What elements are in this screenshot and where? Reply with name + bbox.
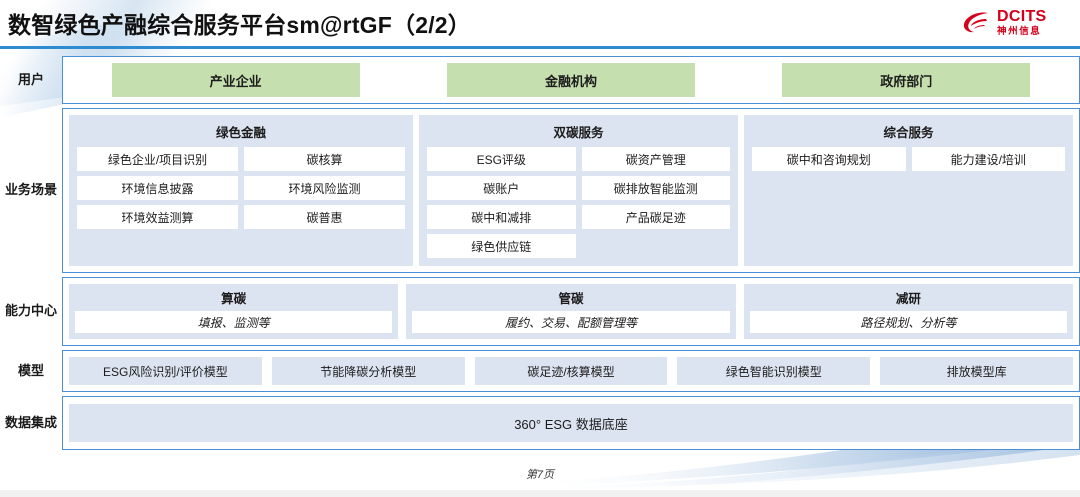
tile-environmental-information-disclosure[interactable]: 环境信息披露 xyxy=(77,176,238,200)
business-group-green-finance: 绿色金融 绿色企业/项目识别 碳核算 环境信息披露 环境风险监测 环境效益测算 … xyxy=(69,115,414,266)
page-number-footer: 第7页 xyxy=(525,469,555,481)
tile-carbon-accounting[interactable]: 碳核算 xyxy=(244,147,405,171)
platform-architecture-diagram: 用户 产业企业 金融机构 政府部门 业务场景 绿色金融 绿色企业/项目识别 碳核… xyxy=(0,56,1080,454)
tile-carbon-emission-smart-monitoring[interactable]: 碳排放智能监测 xyxy=(581,176,730,200)
tile-environmental-benefit-measurement[interactable]: 环境效益测算 xyxy=(77,205,238,229)
capability-group-carbon-reduction-research[interactable]: 减研 路径规划、分析等 xyxy=(743,284,1073,339)
layer-row-data-integration: 数据集成 360° ESG 数据底座 xyxy=(0,396,1080,450)
model-tile-green-smart-identification[interactable]: 绿色智能识别模型 xyxy=(677,357,871,385)
user-cell: 产业企业 xyxy=(68,63,403,97)
capability-subtitle-carbon-management: 履约、交易、配额管理等 xyxy=(412,311,730,333)
group-title-green-finance: 绿色金融 xyxy=(216,126,267,140)
tile-esg-rating[interactable]: ESG评级 xyxy=(427,147,576,171)
tile-carbon-neutral-emission-reduction[interactable]: 碳中和减排 xyxy=(427,205,576,229)
row-label-business-scenario: 业务场景 xyxy=(4,182,57,198)
tile-grid: 绿色企业/项目识别 碳核算 环境信息披露 环境风险监测 环境效益测算 碳普惠 xyxy=(77,147,405,229)
row-label-model: 模型 xyxy=(17,362,44,378)
slide-header: 数智绿色产融综合服务平台sm@rtGF（2/2） DCITS 神州信息 xyxy=(0,0,1080,49)
capability-group-carbon-calculation[interactable]: 算碳 填报、监测等 xyxy=(69,284,399,339)
tile-green-supply-chain[interactable]: 绿色供应链 xyxy=(427,234,576,258)
capability-row-body: 算碳 填报、监测等 管碳 履约、交易、配额管理等 减研 路径规划、分析等 xyxy=(62,277,1080,346)
tile-grid: 碳中和咨询规划 能力建设/培训 xyxy=(752,147,1065,171)
title-divider xyxy=(0,46,1080,49)
page-title: 数智绿色产融综合服务平台sm@rtGF（2/2） xyxy=(8,12,471,38)
business-group-dual-carbon-service: 双碳服务 ESG评级 碳资产管理 碳账户 碳排放智能监测 碳中和减排 产品碳足迹… xyxy=(419,115,738,266)
row-label-capability-center: 能力中心 xyxy=(4,303,57,319)
data-bar-esg-data-foundation[interactable]: 360° ESG 数据底座 xyxy=(69,404,1073,442)
logo-name: DCITS xyxy=(997,8,1047,26)
user-cell: 金融机构 xyxy=(403,63,738,97)
tile-carbon-asset-management[interactable]: 碳资产管理 xyxy=(581,147,730,171)
model-tile-esg-risk-identification-evaluation[interactable]: ESG风险识别/评价模型 xyxy=(69,357,262,385)
logo-subtitle: 神州信息 xyxy=(997,26,1042,38)
layer-row-user: 用户 产业企业 金融机构 政府部门 xyxy=(0,56,1080,104)
data-row-body: 360° ESG 数据底座 xyxy=(62,396,1080,450)
tile-carbon-neutral-consulting-planning[interactable]: 碳中和咨询规划 xyxy=(752,147,906,171)
model-tile-emission-model-library[interactable]: 排放模型库 xyxy=(880,357,1073,385)
layer-row-capability-center: 能力中心 算碳 填报、监测等 管碳 履约、交易、配额管理等 减研 路径规划、分析… xyxy=(0,277,1080,346)
group-title-dual-carbon-service: 双碳服务 xyxy=(553,126,604,140)
bottom-strip xyxy=(0,490,1080,497)
dcits-logo: DCITS 神州信息 xyxy=(962,7,1070,39)
model-tile-energy-saving-carbon-reduction-analysis[interactable]: 节能降碳分析模型 xyxy=(271,357,465,385)
capability-subtitle-carbon-reduction-research: 路径规划、分析等 xyxy=(749,311,1067,333)
tile-environmental-risk-monitoring[interactable]: 环境风险监测 xyxy=(244,176,405,200)
business-group-comprehensive-service: 综合服务 碳中和咨询规划 能力建设/培训 xyxy=(744,115,1073,266)
row-label-data-integration: 数据集成 xyxy=(4,414,57,430)
layer-row-model: 模型 ESG风险识别/评价模型 节能降碳分析模型 碳足迹/核算模型 绿色智能识别… xyxy=(0,350,1080,392)
dcits-swirl-icon xyxy=(962,10,992,36)
user-cell: 政府部门 xyxy=(739,63,1074,97)
capability-subtitle-carbon-calculation: 填报、监测等 xyxy=(75,311,393,333)
row-label-user: 用户 xyxy=(17,71,44,87)
model-tile-carbon-footprint-accounting[interactable]: 碳足迹/核算模型 xyxy=(474,357,668,385)
tile-capacity-building-training[interactable]: 能力建设/培训 xyxy=(911,147,1065,171)
user-box-government-department[interactable]: 政府部门 xyxy=(782,63,1031,97)
business-row-body: 绿色金融 绿色企业/项目识别 碳核算 环境信息披露 环境风险监测 环境效益测算 … xyxy=(62,108,1080,273)
user-box-industrial-enterprise[interactable]: 产业企业 xyxy=(111,63,360,97)
model-row-body: ESG风险识别/评价模型 节能降碳分析模型 碳足迹/核算模型 绿色智能识别模型 … xyxy=(62,350,1080,392)
capability-title-carbon-calculation: 算碳 xyxy=(221,292,247,306)
user-box-financial-institution[interactable]: 金融机构 xyxy=(446,63,695,97)
tile-carbon-inclusive[interactable]: 碳普惠 xyxy=(244,205,405,229)
tile-carbon-account[interactable]: 碳账户 xyxy=(427,176,576,200)
capability-title-carbon-reduction-research: 减研 xyxy=(895,292,921,306)
user-row-body: 产业企业 金融机构 政府部门 xyxy=(62,56,1080,104)
tile-grid: ESG评级 碳资产管理 碳账户 碳排放智能监测 碳中和减排 产品碳足迹 绿色供应… xyxy=(427,147,730,258)
capability-title-carbon-management: 管碳 xyxy=(558,292,584,306)
group-title-comprehensive-service: 综合服务 xyxy=(883,126,934,140)
layer-row-business-scenario: 业务场景 绿色金融 绿色企业/项目识别 碳核算 环境信息披露 环境风险监测 环境… xyxy=(0,108,1080,273)
capability-group-carbon-management[interactable]: 管碳 履约、交易、配额管理等 xyxy=(406,284,736,339)
tile-product-carbon-footprint[interactable]: 产品碳足迹 xyxy=(581,205,730,229)
tile-green-enterprise-project-identification[interactable]: 绿色企业/项目识别 xyxy=(77,147,238,171)
